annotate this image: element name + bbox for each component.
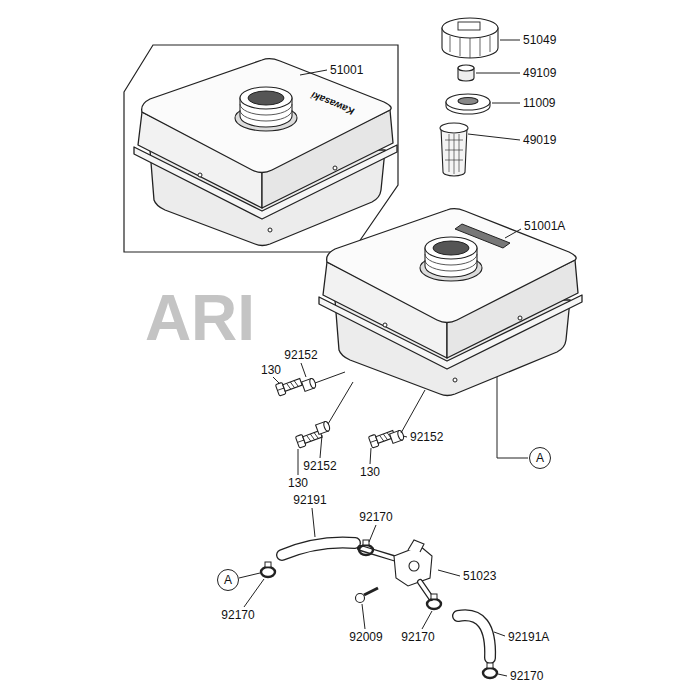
callout-number: 92009: [349, 630, 382, 644]
callout-number: 51001A: [524, 219, 565, 233]
group-frame: [124, 45, 398, 252]
watermark: ARI: [145, 281, 255, 355]
callout-number: 49109: [523, 66, 556, 80]
hose-clamps: [261, 540, 497, 678]
callout-number: 92170: [510, 669, 543, 683]
leader-lines: [239, 40, 528, 676]
callout-number: 130: [288, 476, 308, 490]
callout-number: 92170: [359, 510, 392, 524]
callout-number: 92191A: [508, 630, 549, 644]
fuel-tank: [319, 209, 582, 396]
callout-number: 130: [261, 363, 281, 377]
callout-number: 49019: [523, 133, 556, 147]
reference-letter: A: [536, 451, 544, 465]
hoses: [282, 543, 490, 659]
callout-number: 130: [360, 465, 380, 479]
reference-circle: A: [217, 569, 239, 591]
callout-number: 92170: [221, 608, 254, 622]
bolts-collars: [275, 376, 404, 448]
cap-parts: [440, 18, 498, 176]
callout-number: 92191: [293, 493, 326, 507]
callout-number: 51023: [463, 569, 496, 583]
fuel-valve: [356, 540, 433, 603]
label-plate: [455, 224, 510, 248]
fuel-tank: [134, 59, 397, 246]
callout-number: 11009: [523, 96, 555, 110]
callout-number: 92152: [284, 348, 317, 362]
callout-number: 92170: [401, 630, 434, 644]
reference-circle: A: [529, 447, 551, 469]
callout-number: 92152: [410, 430, 443, 444]
callout-number: 51049: [523, 33, 556, 47]
reference-letter: A: [224, 573, 232, 587]
callout-number: 51001: [330, 63, 363, 77]
callout-number: 92152: [303, 459, 336, 473]
